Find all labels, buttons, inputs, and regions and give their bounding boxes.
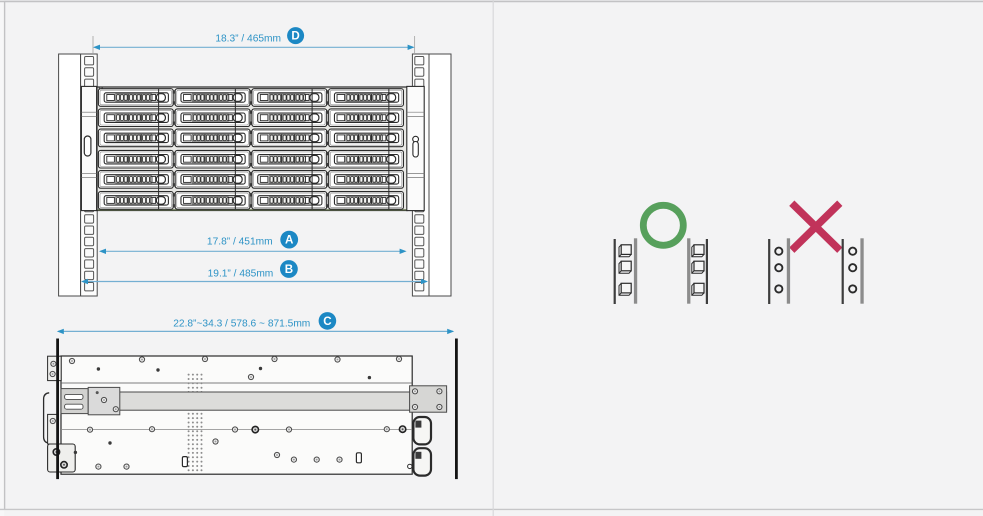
- svg-text:17.8” / 451mm: 17.8” / 451mm: [207, 236, 273, 247]
- svg-text:18.3” / 465mm: 18.3” / 465mm: [215, 34, 281, 45]
- svg-text:C: C: [323, 315, 332, 328]
- svg-text:D: D: [291, 30, 299, 43]
- svg-text:A: A: [285, 234, 294, 247]
- svg-text:B: B: [285, 263, 293, 276]
- svg-text:22.8”~34.3 / 578.6 ~ 871.5mm: 22.8”~34.3 / 578.6 ~ 871.5mm: [173, 318, 310, 329]
- svg-text:19.1” / 485mm: 19.1” / 485mm: [208, 269, 274, 280]
